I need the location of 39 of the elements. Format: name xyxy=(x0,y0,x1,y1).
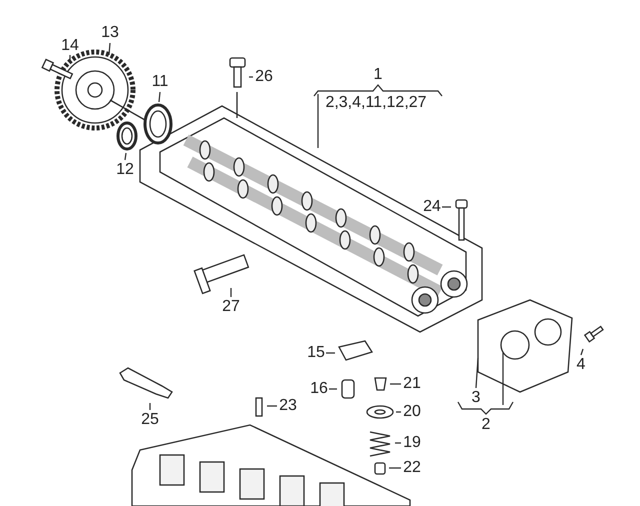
leader-line xyxy=(389,467,401,469)
callout-number: 1 xyxy=(374,67,382,83)
callout-number: 22 xyxy=(403,460,421,476)
callout-number: 24 xyxy=(423,199,441,215)
callout-number: 2 xyxy=(482,417,490,433)
leader-line xyxy=(580,348,584,356)
leader-line xyxy=(69,55,71,60)
callout-number: 13 xyxy=(101,25,119,41)
leader-line xyxy=(149,403,151,410)
leader-line xyxy=(317,94,319,148)
leader-line xyxy=(442,206,451,208)
leader-line xyxy=(475,358,479,388)
leader-line xyxy=(230,288,232,297)
callout-number: 20 xyxy=(403,404,421,420)
callout-number: 19 xyxy=(403,435,421,451)
callout-number: 14 xyxy=(61,38,79,54)
leader-line xyxy=(249,76,253,78)
parts-list-label: 2,3,4,11,12,27 xyxy=(325,95,427,111)
leader-line xyxy=(329,388,337,390)
leader-line xyxy=(124,152,127,160)
callout-number: 4 xyxy=(576,357,586,373)
leader-line xyxy=(326,352,335,354)
callout-number: 16 xyxy=(310,381,328,397)
leader-line xyxy=(108,42,111,56)
leader-line xyxy=(396,411,401,413)
callout-number: 11 xyxy=(152,74,168,90)
callout-number: 15 xyxy=(307,345,325,361)
leader-line xyxy=(267,405,277,407)
leader-line xyxy=(158,92,161,102)
leader-line xyxy=(502,352,504,405)
leader-line xyxy=(390,383,401,385)
callout-number: 12 xyxy=(116,162,134,178)
callout-number: 25 xyxy=(141,412,159,428)
leader-line xyxy=(395,442,401,444)
callout-number: 26 xyxy=(255,69,273,85)
callout-number: 23 xyxy=(279,398,297,414)
callout-number: 27 xyxy=(222,299,240,315)
callout-number: 3 xyxy=(472,390,480,406)
callout-number: 21 xyxy=(403,376,421,392)
